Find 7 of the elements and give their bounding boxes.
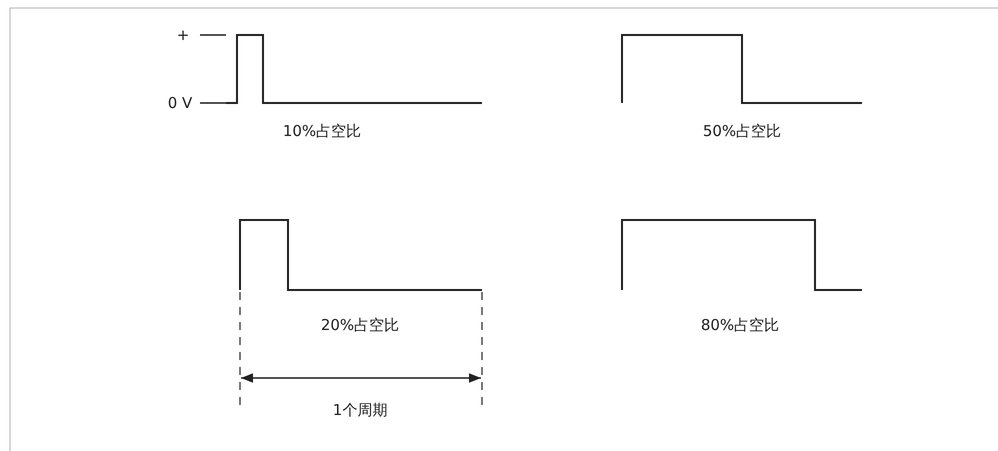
duty-cycle-label: 10%占空比 — [282, 122, 362, 140]
period-label: 1个周期 — [332, 402, 388, 418]
duty-cycle-label: 20%占空比 — [320, 316, 400, 334]
duty-cycle-label: 80%占空比 — [700, 316, 780, 334]
voltage-level-label: + — [176, 26, 190, 44]
voltage-level-label: 0 V — [168, 94, 192, 112]
duty-cycle-label: 50%占空比 — [702, 122, 782, 140]
